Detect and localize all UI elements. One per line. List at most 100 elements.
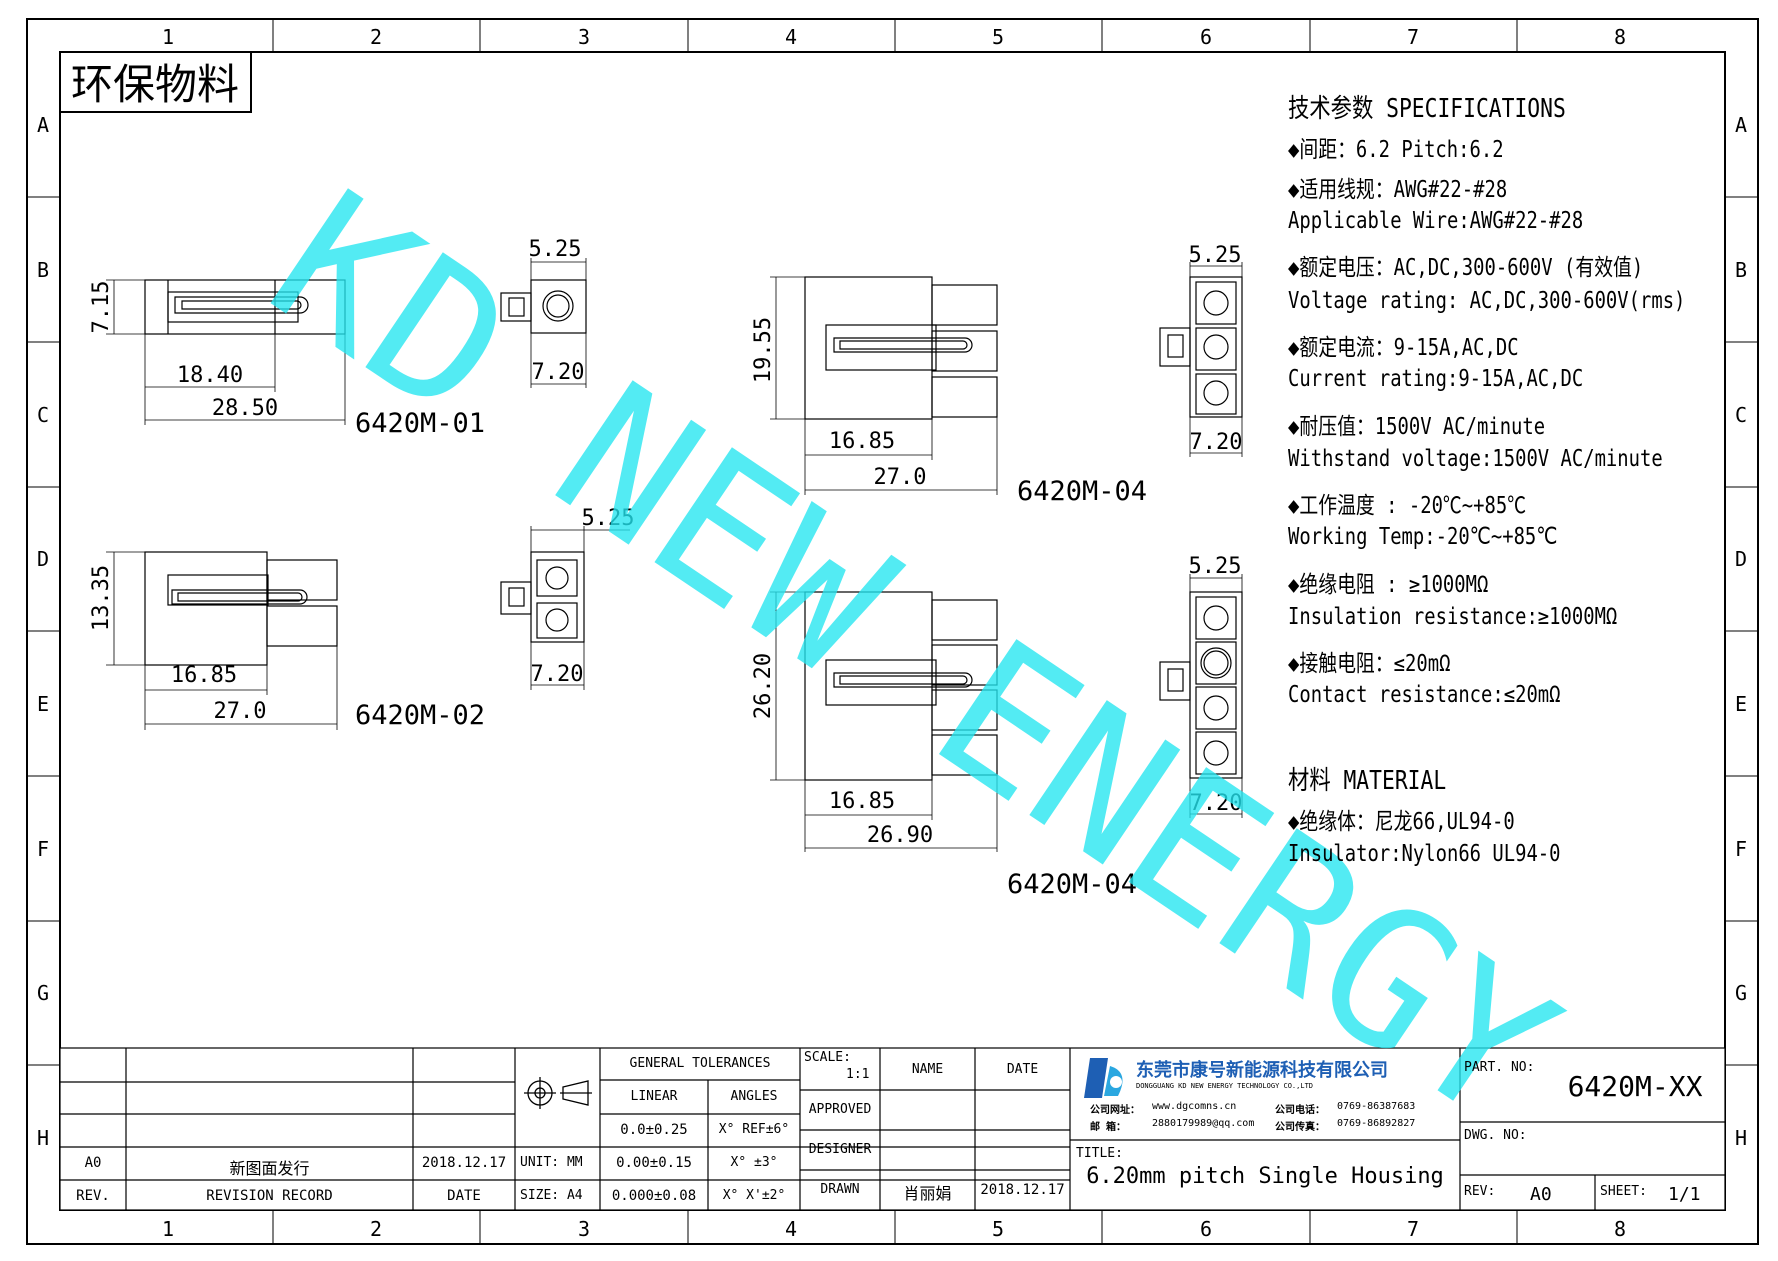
spec-line-wire-cn: ◆适用线规：AWG#22-#28 bbox=[1288, 177, 1508, 203]
spec-line-contact-cn: ◆接触电阻：≤20mΩ bbox=[1288, 651, 1451, 677]
d02-model-label: 6420M-02 bbox=[355, 700, 485, 731]
d04-total-length-label: 26.90 bbox=[867, 823, 933, 848]
company-phone: 0769-86387683 bbox=[1337, 1101, 1416, 1112]
d01-total-length-label: 28.50 bbox=[212, 396, 278, 421]
d04-end-width-label: 5.25 bbox=[1189, 554, 1242, 579]
tolerance-linear-2: 0.00±0.15 bbox=[616, 1155, 692, 1171]
rev-value: A0 bbox=[1530, 1184, 1552, 1205]
company-site-label: 公司网址： bbox=[1090, 1105, 1140, 1116]
revision-date: 2018.12.17 bbox=[421, 1155, 507, 1171]
col-label-bottom-8: 8 bbox=[1614, 1217, 1626, 1241]
company-name-cn: 东莞市康号新能源科技有限公司 bbox=[1136, 1060, 1388, 1081]
col-label-top-2: 2 bbox=[370, 25, 382, 49]
spec-line-current-cn: ◆额定电流：9-15A,AC,DC bbox=[1288, 335, 1519, 361]
d01-height-label: 7.15 bbox=[89, 281, 114, 334]
row-label-left-e: E bbox=[37, 692, 49, 716]
col-label-bottom-7: 7 bbox=[1407, 1217, 1419, 1241]
scale-value: 1:1 bbox=[846, 1067, 870, 1082]
d04-model-label: 6420M-04 bbox=[1007, 869, 1137, 900]
company-name-en: DONGGUANG KD NEW ENERGY TECHNOLOGY CO.,L… bbox=[1136, 1082, 1314, 1090]
d02-body bbox=[144, 551, 268, 666]
row-grid bbox=[27, 196, 1758, 1066]
d03-end-height-label: 7.20 bbox=[1190, 430, 1243, 455]
tolerance-angle-3: X° X'±2° bbox=[722, 1188, 786, 1203]
d01-end-height-label: 7.20 bbox=[532, 360, 585, 385]
approved-label: APPROVED bbox=[808, 1102, 872, 1117]
drawn-date: 2018.12.17 bbox=[980, 1182, 1065, 1198]
drawing-title: 6.20mm pitch Single Housing bbox=[1086, 1164, 1444, 1189]
d03-body bbox=[804, 276, 933, 420]
unit-label: UNIT: MM bbox=[520, 1155, 583, 1170]
title-label: TITLE: bbox=[1076, 1146, 1123, 1161]
col-label-top-5: 5 bbox=[992, 25, 1004, 49]
tolerance-linear-label: LINEAR bbox=[630, 1089, 678, 1104]
size-label: SIZE: A4 bbox=[520, 1188, 583, 1203]
d03-total-length-label: 27.0 bbox=[874, 465, 927, 490]
tolerance-linear-3: 0.000±0.08 bbox=[611, 1188, 697, 1204]
part-no-value: 6420M-XX bbox=[1567, 1070, 1703, 1103]
d03-model-label: 6420M-04 bbox=[1017, 476, 1147, 507]
col-label-top-4: 4 bbox=[785, 25, 797, 49]
col-label-bottom-1: 1 bbox=[162, 1217, 174, 1241]
designer-label: DESIGNER bbox=[808, 1142, 872, 1157]
col-label-bottom-3: 3 bbox=[578, 1217, 590, 1241]
row-label-left-a: A bbox=[37, 113, 49, 137]
title-block-grid bbox=[59, 1047, 1726, 1211]
row-label-left-d: D bbox=[37, 547, 49, 571]
eco-stamp-box bbox=[59, 51, 252, 113]
row-label-left-b: B bbox=[37, 258, 49, 282]
spec-line-current-en: Current rating:9-15A,AC,DC bbox=[1288, 366, 1584, 392]
d04-end-height-label: 7.20 bbox=[1190, 791, 1243, 816]
company-mail-label: 邮 箱： bbox=[1090, 1122, 1127, 1133]
d04-inner-length-label: 16.85 bbox=[829, 789, 895, 814]
col-label-bottom-2: 2 bbox=[370, 1217, 382, 1241]
d01-model-label: 6420M-01 bbox=[355, 408, 485, 439]
d02-inner-length-label: 16.85 bbox=[171, 663, 237, 688]
part-no-label: PART. NO: bbox=[1464, 1060, 1535, 1075]
spec-line-temp-cn: ◆工作温度 : -20℃~+85℃ bbox=[1288, 493, 1527, 519]
tolerance-angle-2: X° ±3° bbox=[730, 1155, 778, 1170]
eco-stamp-text: 环保物料 bbox=[71, 60, 239, 109]
tolerance-heading: GENERAL TOLERANCES bbox=[629, 1056, 771, 1071]
row-label-right-e: E bbox=[1735, 692, 1747, 716]
name-column-label: NAME bbox=[911, 1062, 944, 1077]
drawing-6420m-04-a bbox=[770, 262, 1243, 495]
material-heading: 材料 MATERIAL bbox=[1288, 766, 1447, 796]
d03-height-label: 19.55 bbox=[751, 317, 776, 383]
revision-rev: A0 bbox=[84, 1155, 102, 1171]
company-site: www.dgcomns.cn bbox=[1152, 1101, 1237, 1112]
row-label-left-h: H bbox=[37, 1126, 49, 1150]
d02-height-label: 13.35 bbox=[89, 565, 114, 631]
sheet-label: SHEET: bbox=[1600, 1184, 1647, 1199]
d01-end-width-label: 5.25 bbox=[529, 237, 582, 262]
spec-line-withstand-cn: ◆耐压值：1500V AC/minute bbox=[1288, 414, 1546, 440]
spec-line-pitch: ◆间距：6.2 Pitch:6.2 bbox=[1288, 137, 1504, 163]
d04-body bbox=[804, 591, 933, 781]
d03-inner-length-label: 16.85 bbox=[829, 429, 895, 454]
revision-record-label: REVISION RECORD bbox=[206, 1188, 333, 1204]
spec-line-withstand-en: Withstand voltage:1500V AC/minute bbox=[1288, 446, 1663, 472]
dwg-no-label: DWG. NO: bbox=[1464, 1128, 1527, 1143]
spec-line-voltage-cn: ◆额定电压：AC,DC,300-600V (有效值) bbox=[1288, 255, 1644, 281]
col-label-top-1: 1 bbox=[162, 25, 174, 49]
d02-end-width-label: 5.25 bbox=[582, 506, 635, 531]
sheet-value: 1/1 bbox=[1668, 1184, 1701, 1205]
revision-date-label: DATE bbox=[447, 1188, 481, 1204]
grid-labels: 1 2 3 4 5 6 7 8 1 2 3 4 5 6 7 8 A B C D … bbox=[37, 25, 1747, 1241]
tolerance-angles-label: ANGLES bbox=[730, 1089, 778, 1104]
tolerance-linear-1: 0.0±0.25 bbox=[620, 1122, 688, 1138]
spec-line-insulation-cn: ◆绝缘电阻 : ≥1000MΩ bbox=[1288, 572, 1489, 598]
spec-line-wire-en: Applicable Wire:AWG#22-#28 bbox=[1288, 208, 1584, 234]
scale-label: SCALE: bbox=[804, 1050, 851, 1065]
spec-line-voltage-en: Voltage rating: AC,DC,300-600V(rms) bbox=[1288, 288, 1686, 314]
column-grid bbox=[272, 19, 1518, 1244]
company-logo-icon bbox=[1084, 1058, 1123, 1098]
d02-total-length-label: 27.0 bbox=[214, 699, 267, 724]
row-label-left-c: C bbox=[37, 403, 49, 427]
d01-inner-length-label: 18.40 bbox=[177, 363, 243, 388]
row-label-left-f: F bbox=[37, 837, 49, 861]
d02-end-height-label: 7.20 bbox=[531, 662, 584, 687]
drawing-6420m-04-b bbox=[770, 574, 1243, 852]
drawn-name: 肖丽娟 bbox=[903, 1184, 952, 1203]
